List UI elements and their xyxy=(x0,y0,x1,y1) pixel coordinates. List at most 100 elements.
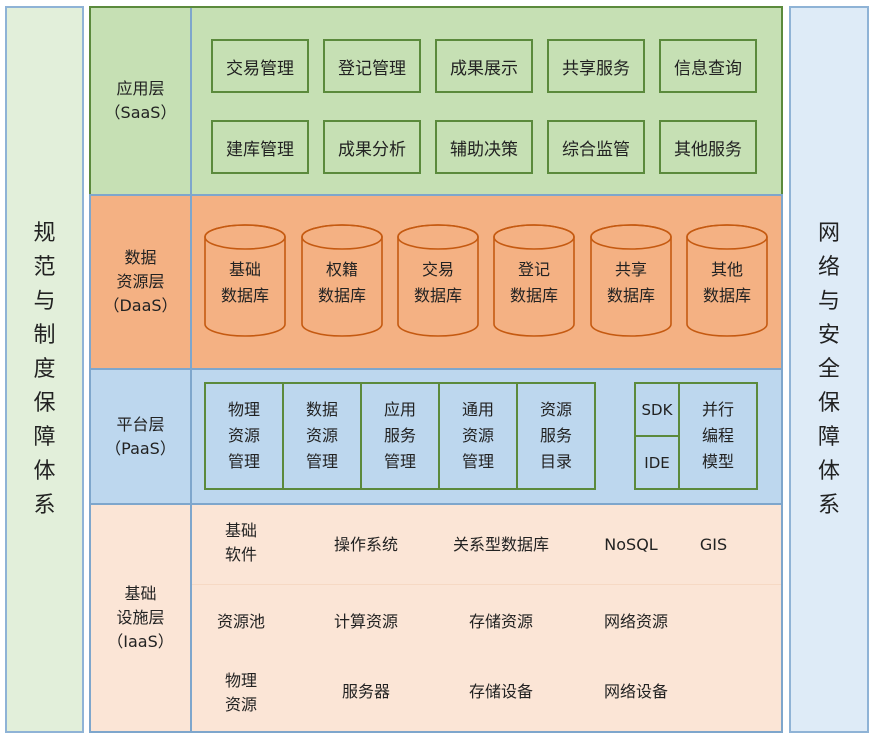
char: 络 xyxy=(817,254,840,280)
label-line: （IaaS） xyxy=(107,632,174,651)
saas-layer-label: 应用层 （SaaS） xyxy=(91,8,192,194)
app-module: 其他服务 xyxy=(659,120,757,174)
module-label: 管理 xyxy=(461,452,494,471)
label-line: 应用层 xyxy=(116,79,165,98)
char: 障 xyxy=(817,424,840,450)
database-cylinder-icon: 交易数据库 xyxy=(396,223,480,338)
module-label: 管理 xyxy=(383,452,416,471)
row-divider xyxy=(192,584,781,585)
infra-item: 网络设备 xyxy=(603,682,668,701)
platform-module: 资源服务目录 xyxy=(516,382,596,490)
module-label: 资源 xyxy=(461,426,494,445)
db-label: 数据库 xyxy=(413,286,462,305)
infra-row-head: 物理资源 xyxy=(209,669,273,717)
char: 保 xyxy=(817,390,840,416)
label-line: 平台层 xyxy=(116,414,165,434)
label-line: 设施层 xyxy=(116,608,165,627)
ide-label: IDE xyxy=(644,453,670,472)
module-label: 模型 xyxy=(701,452,734,471)
db-label: 数据库 xyxy=(220,286,269,305)
char: 保 xyxy=(33,390,56,416)
parallel-programming-module: 并行编程模型 xyxy=(678,382,758,490)
infra-row-head: 资源池 xyxy=(216,612,265,631)
head-line: 资源 xyxy=(224,695,257,714)
iaas-layer-label: 基础 设施层 （IaaS） xyxy=(91,505,192,731)
db-label: 数据库 xyxy=(509,286,558,305)
app-module: 成果分析 xyxy=(323,120,421,174)
db-label: 数据库 xyxy=(702,286,751,305)
module-label: 通用 xyxy=(461,400,494,419)
module-label: 综合监管 xyxy=(562,139,630,160)
char: 度 xyxy=(33,356,56,382)
module-label: 辅助决策 xyxy=(450,139,518,160)
db-label: 数据库 xyxy=(317,286,366,305)
module-label: 信息查询 xyxy=(674,58,742,79)
app-module: 交易管理 xyxy=(211,39,309,93)
char: 安 xyxy=(817,322,840,348)
db-label: 基础 xyxy=(228,260,261,279)
module-label: 管理 xyxy=(227,452,260,471)
infra-item: 操作系统 xyxy=(333,535,398,554)
module-label: 目录 xyxy=(539,452,572,471)
db-label: 登记 xyxy=(517,260,550,279)
char: 范 xyxy=(33,254,56,280)
database-cylinder-icon: 权籍数据库 xyxy=(300,223,384,338)
app-module: 信息查询 xyxy=(659,39,757,93)
infra-item: 存储资源 xyxy=(468,612,533,631)
infra-item: NoSQL xyxy=(604,535,658,554)
platform-module: 通用资源管理 xyxy=(438,382,518,490)
infra-item: 服务器 xyxy=(341,682,390,701)
module-label: 应用 xyxy=(383,400,416,419)
module-label: 成果展示 xyxy=(450,58,518,79)
daas-layer-label: 数据 资源层 （DaaS） xyxy=(91,196,192,368)
module-label: 资源 xyxy=(539,400,572,419)
app-module: 建库管理 xyxy=(211,120,309,174)
module-label: 物理 xyxy=(227,400,260,419)
norms-vertical-label: 规 范 与 制 度 保 障 体 系 xyxy=(33,217,55,523)
paas-layer-label: 平台层 （PaaS） xyxy=(91,370,192,503)
db-label: 权籍 xyxy=(325,260,358,279)
char: 与 xyxy=(33,288,56,314)
char: 系 xyxy=(33,492,56,518)
module-label: 登记管理 xyxy=(338,58,406,79)
char: 规 xyxy=(33,220,56,246)
database-cylinder-icon: 共享数据库 xyxy=(589,223,673,338)
module-label: 交易管理 xyxy=(226,58,294,79)
label-line: 资源层 xyxy=(116,272,165,291)
daas-layer: 数据 资源层 （DaaS） 基础数据库 权籍数据库 交易数据库 登记数据库 共享… xyxy=(89,194,783,370)
app-module: 共享服务 xyxy=(547,39,645,93)
infra-item: 计算资源 xyxy=(333,612,398,631)
paas-layer: 平台层 （PaaS） 物理资源管理 数据资源管理 应用服务管理 通用资源管理 资… xyxy=(89,368,783,505)
platform-module: 物理资源管理 xyxy=(204,382,284,490)
char: 体 xyxy=(817,458,840,484)
infra-item: 存储设备 xyxy=(468,682,533,701)
module-label: 并行 xyxy=(701,400,734,419)
database-cylinder-icon: 其他数据库 xyxy=(685,223,769,338)
database-cylinder-icon: 基础数据库 xyxy=(203,223,287,338)
char: 系 xyxy=(817,492,840,518)
label-line: 基础 xyxy=(124,584,157,603)
db-label: 其他 xyxy=(710,260,743,279)
module-label: 管理 xyxy=(305,452,338,471)
module-label: 共享服务 xyxy=(562,58,630,79)
platform-module: 应用服务管理 xyxy=(360,382,440,490)
app-module: 登记管理 xyxy=(323,39,421,93)
char: 障 xyxy=(33,424,56,450)
infra-row-head: 基础软件 xyxy=(209,519,273,567)
module-label: 编程 xyxy=(701,426,734,445)
network-security-panel: 网 络 与 安 全 保 障 体 系 xyxy=(789,6,869,733)
ide-module: IDE xyxy=(634,435,680,490)
char: 体 xyxy=(33,458,56,484)
security-vertical-label: 网 络 与 安 全 保 障 体 系 xyxy=(818,217,840,523)
db-label: 交易 xyxy=(421,260,454,279)
sdk-module: SDK xyxy=(634,382,680,437)
module-label: 资源 xyxy=(305,426,338,445)
db-label: 共享 xyxy=(614,260,647,279)
app-module: 成果展示 xyxy=(435,39,533,93)
db-label: 数据库 xyxy=(606,286,655,305)
iaas-layer: 基础 设施层 （IaaS） 基础软件 操作系统 关系型数据库 NoSQL GIS… xyxy=(89,503,783,733)
char: 网 xyxy=(817,220,840,246)
label-line: （DaaS） xyxy=(103,296,178,315)
char: 制 xyxy=(33,322,56,348)
infra-item: 关系型数据库 xyxy=(452,535,549,554)
